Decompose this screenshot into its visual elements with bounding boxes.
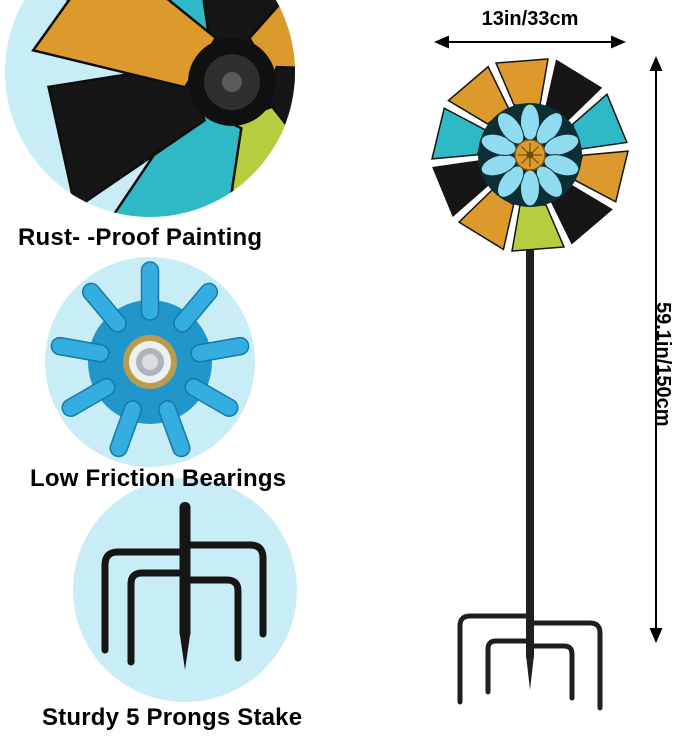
bearing-closeup — [49, 261, 251, 460]
bearings-label: Low Friction Bearings — [30, 465, 287, 492]
rust-proof-closeup — [31, 0, 295, 217]
product-prongs — [457, 613, 603, 711]
product-pole — [526, 245, 534, 690]
vertical-double-arrow-icon — [649, 56, 663, 643]
stake-label: Sturdy 5 Prongs Stake — [42, 704, 303, 731]
height-dimension-label: 59.1in/150cm — [652, 302, 674, 427]
rust-proof-label: Rust- -Proof Painting — [18, 224, 263, 251]
width-dimension-label: 13in/33cm — [481, 8, 579, 30]
spinner-hub — [188, 38, 276, 126]
stake-closeup — [101, 502, 267, 670]
horizontal-double-arrow-icon — [434, 35, 626, 49]
wind-spinner-head — [427, 56, 633, 254]
